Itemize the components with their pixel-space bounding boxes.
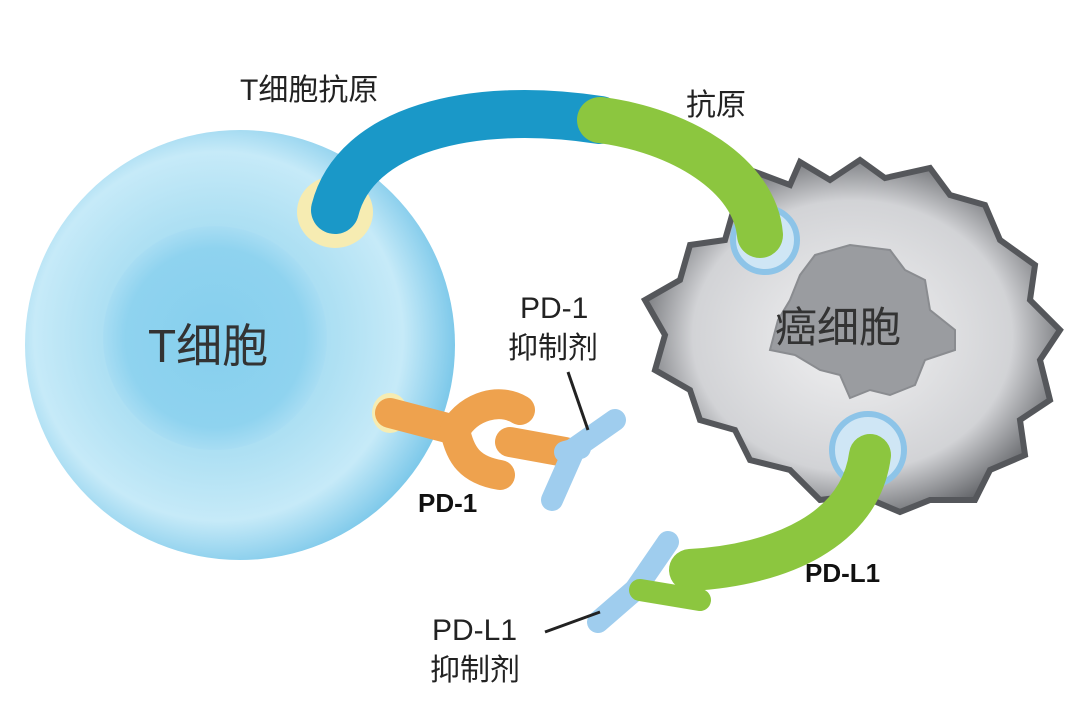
pdl1-label: PD-L1 xyxy=(805,558,880,588)
t-cell-label: T细胞 xyxy=(148,320,268,372)
t-cell-antigen-receptor xyxy=(311,90,624,234)
t-cell-antigen-label: T细胞抗原 xyxy=(240,74,378,107)
cancer-cell-nucleus xyxy=(768,243,956,400)
pd1-inhibitor-antibody xyxy=(541,409,626,511)
pd1-inhibitor-pointer xyxy=(566,371,590,431)
pdl1-molecule xyxy=(669,434,891,591)
pdl1-inhibitor-label-line2: 抑制剂 xyxy=(430,654,520,687)
t-cell-nucleus xyxy=(103,226,327,450)
pdl1-inhibitor-pointer xyxy=(544,610,601,634)
antigen-label: 抗原 xyxy=(686,89,746,122)
pd1-inhibitor-label-line1: PD-1 xyxy=(520,292,588,325)
pdl1-inhibitor-label-line1: PD-L1 xyxy=(432,614,517,647)
pdl1-inhibitor-antibody xyxy=(587,531,711,633)
pd1-label: PD-1 xyxy=(418,488,477,518)
antigen xyxy=(577,97,783,258)
pd1-inhibitor-label-line2: 抑制剂 xyxy=(508,332,598,365)
cancer-cell-label: 癌细胞 xyxy=(775,304,901,351)
